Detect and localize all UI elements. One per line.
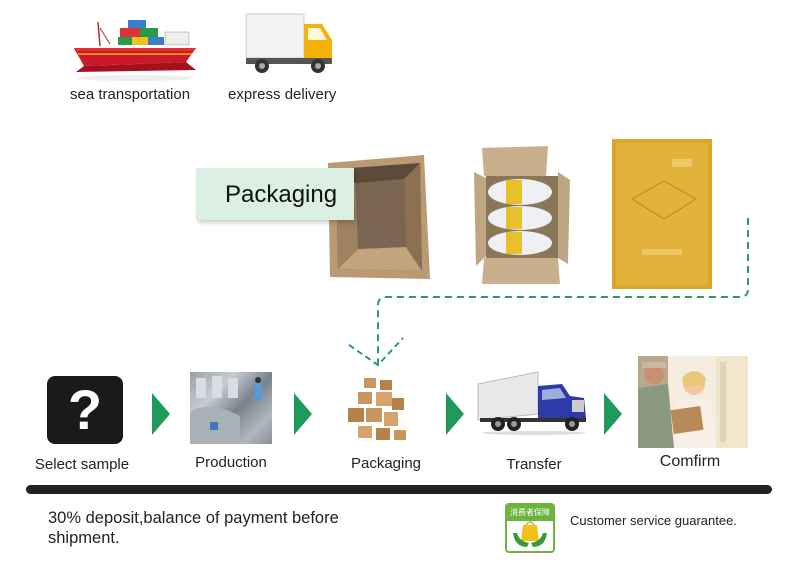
question-mark-icon: ?	[47, 376, 123, 444]
step-label-comfirm: Comfirm	[659, 453, 721, 470]
step-arrow-icon	[446, 393, 464, 435]
express-delivery-label: express delivery	[228, 86, 337, 103]
step-label-production: Production	[195, 454, 267, 471]
guarantee-badge-icon: 消费者保障	[505, 503, 555, 553]
delivery-truck-icon	[244, 12, 336, 78]
guarantee-label: Customer service guarantee.	[570, 513, 737, 528]
step-select-sample: ?	[47, 376, 123, 444]
delivery-handover-photo	[638, 356, 748, 448]
step-label-packaging: Packaging	[350, 455, 422, 472]
factory-production-photo	[190, 372, 272, 444]
guarantee-badge-text: 消费者保障	[507, 505, 553, 521]
carton-with-wrapped-goods-image	[474, 146, 570, 284]
step-arrow-icon	[294, 393, 312, 435]
divider-bar	[26, 485, 772, 494]
step-label-transfer: Transfer	[506, 456, 562, 473]
dashed-flow-connector	[348, 218, 749, 367]
step-arrow-icon	[152, 393, 170, 435]
cargo-ship-icon	[70, 14, 200, 84]
stacked-boxes-icon	[344, 376, 410, 446]
step-arrow-icon	[604, 393, 622, 435]
transport-truck-icon	[476, 370, 590, 436]
payment-terms-text: 30% deposit,balance of payment before sh…	[48, 509, 339, 547]
yellow-wrapped-parcel-image	[612, 139, 712, 289]
sea-transportation-label: sea transportation	[70, 86, 191, 103]
packaging-title-badge: Packaging	[196, 168, 354, 220]
step-label-select-sample: Select sample	[34, 456, 130, 473]
